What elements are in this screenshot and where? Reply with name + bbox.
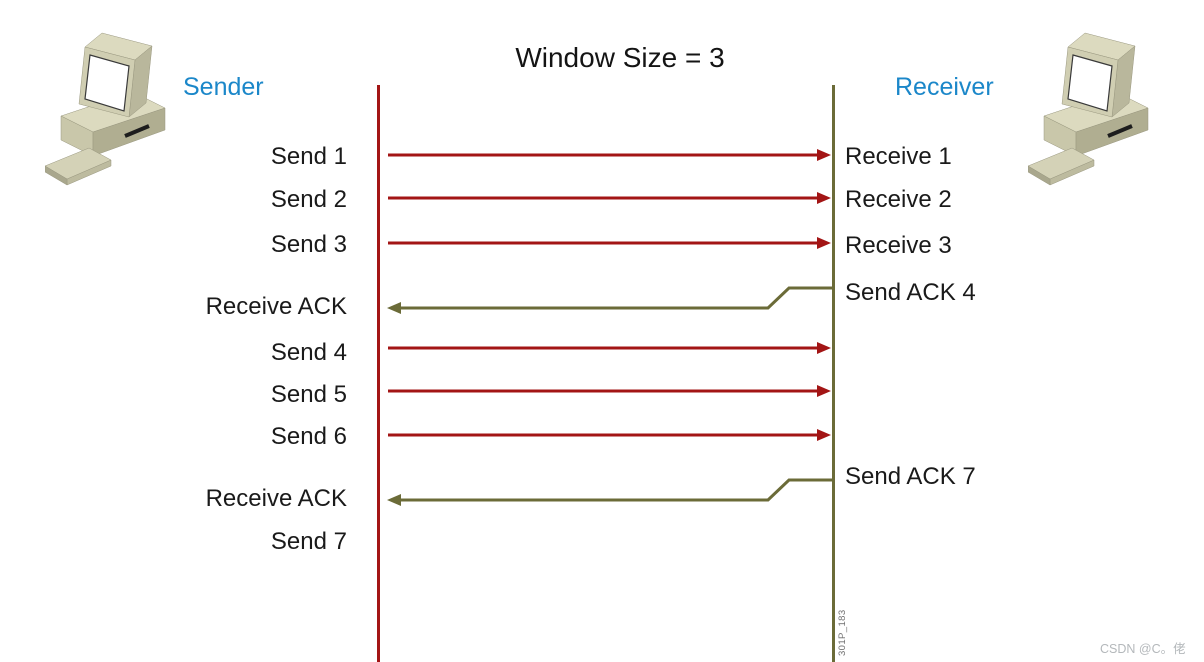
receiver-computer-icon: [1028, 32, 1149, 186]
send-3-arrow: [388, 237, 831, 249]
send-5-label: Send 5: [270, 381, 347, 408]
send-ack-4-label: Send ACK 4: [845, 279, 976, 306]
receive-3-label: Receive 3: [845, 232, 952, 259]
figure-number: 301P_183: [837, 609, 848, 656]
receive-2-label: Receive 2: [845, 186, 952, 213]
send-4-arrow: [388, 342, 831, 354]
ack-7-arrow: [387, 478, 832, 506]
send-2-arrow: [388, 192, 831, 204]
diagram-title: Window Size = 3: [515, 42, 725, 73]
send-2-label: Send 2: [270, 186, 347, 213]
send-1-label: Send 1: [270, 143, 347, 170]
receiver-actor-label: Receiver: [895, 73, 994, 101]
receive-1-label: Receive 1: [845, 143, 952, 170]
send-4-label: Send 4: [270, 339, 347, 366]
send-6-label: Send 6: [270, 423, 347, 450]
send-3-label: Send 3: [270, 231, 347, 258]
ack-4-arrow: [387, 286, 832, 314]
send-7-label: Send 7: [270, 528, 347, 555]
send-ack-7-label: Send ACK 7: [845, 463, 976, 490]
send-5-arrow: [388, 385, 831, 397]
sender-actor-label: Sender: [183, 73, 264, 101]
send-1-arrow: [388, 149, 831, 161]
receive-ack-1-label: Receive ACK: [205, 293, 347, 320]
csdn-watermark: CSDN @C。佬: [1100, 642, 1186, 656]
send-6-arrow: [388, 429, 831, 441]
receive-ack-2-label: Receive ACK: [205, 485, 347, 512]
sender-computer-icon: [45, 32, 166, 186]
